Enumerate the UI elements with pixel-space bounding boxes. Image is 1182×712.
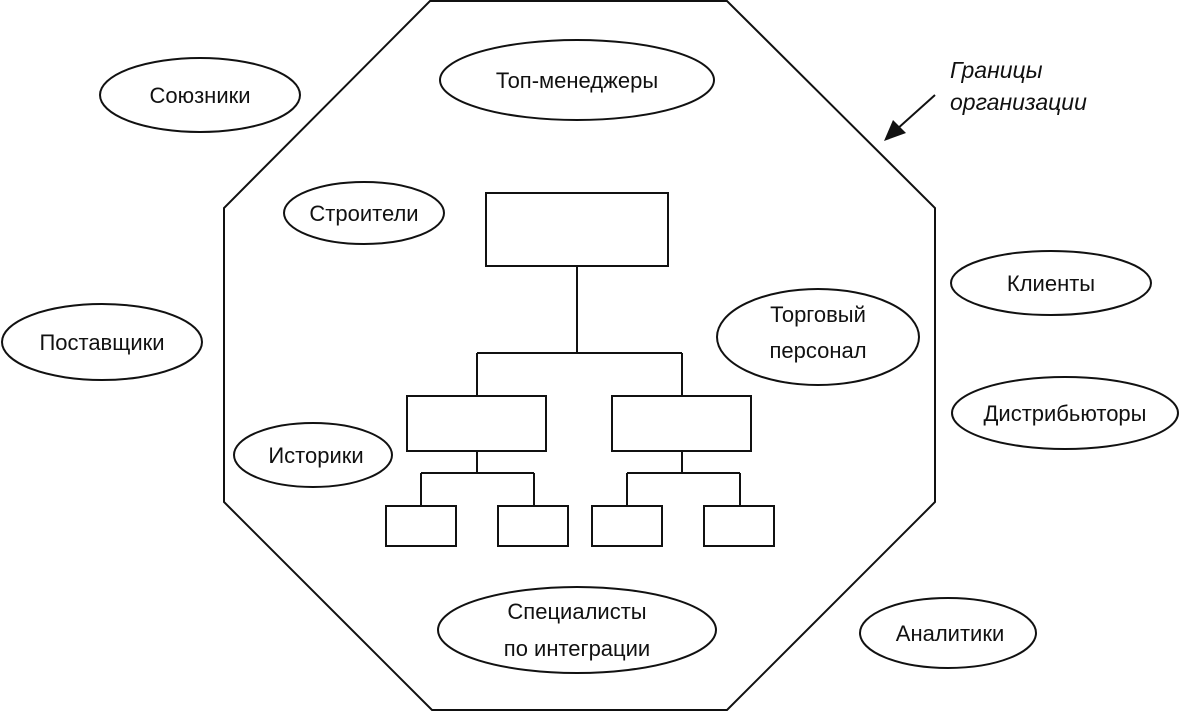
group-clients: Клиенты (950, 250, 1152, 316)
org-box-mid-right (611, 395, 752, 452)
svg-text:Строители: Строители (309, 201, 418, 226)
svg-text:Дистрибьюторы: Дистрибьюторы (984, 401, 1147, 426)
svg-text:по интеграции: по интеграции (504, 636, 650, 661)
group-suppliers: Поставщики (1, 303, 203, 381)
boundary-label-line2: организации (950, 89, 1087, 115)
org-box-top (485, 192, 669, 267)
group-top-managers: Топ-менеджеры (439, 39, 715, 121)
boundary-label-line1: Границы (950, 57, 1043, 83)
svg-text:Союзники: Союзники (149, 83, 250, 108)
org-chart-connectors (420, 266, 741, 506)
boundary-arrow-line (895, 94, 936, 131)
svg-text:Историки: Историки (268, 443, 363, 468)
org-box-bottom-4 (703, 505, 775, 547)
group-builders: Строители (283, 181, 445, 245)
organization-boundary-octagon (223, 0, 936, 711)
org-box-bottom-3 (591, 505, 663, 547)
group-historians: Историки (233, 422, 393, 488)
org-chart (385, 192, 775, 547)
group-distributors: Дистрибьюторы (951, 376, 1179, 450)
svg-text:Торговый: Торговый (770, 302, 866, 327)
svg-text:Специалисты: Специалисты (507, 599, 646, 624)
svg-text:Топ-менеджеры: Топ-менеджеры (496, 68, 658, 93)
org-box-bottom-2 (497, 505, 569, 547)
org-box-mid-left (406, 395, 547, 452)
group-allies: Союзники (99, 57, 301, 133)
group-integration-specialists: Специалисты по интеграции (437, 586, 717, 674)
group-analysts: Аналитики (859, 597, 1037, 669)
svg-text:Поставщики: Поставщики (39, 330, 164, 355)
org-box-bottom-1 (385, 505, 457, 547)
arrow-head-icon (884, 120, 906, 141)
svg-text:Аналитики: Аналитики (896, 621, 1004, 646)
group-sales-staff: Торговый персонал (716, 288, 920, 386)
svg-text:персонал: персонал (769, 338, 866, 363)
svg-text:Клиенты: Клиенты (1007, 271, 1095, 296)
